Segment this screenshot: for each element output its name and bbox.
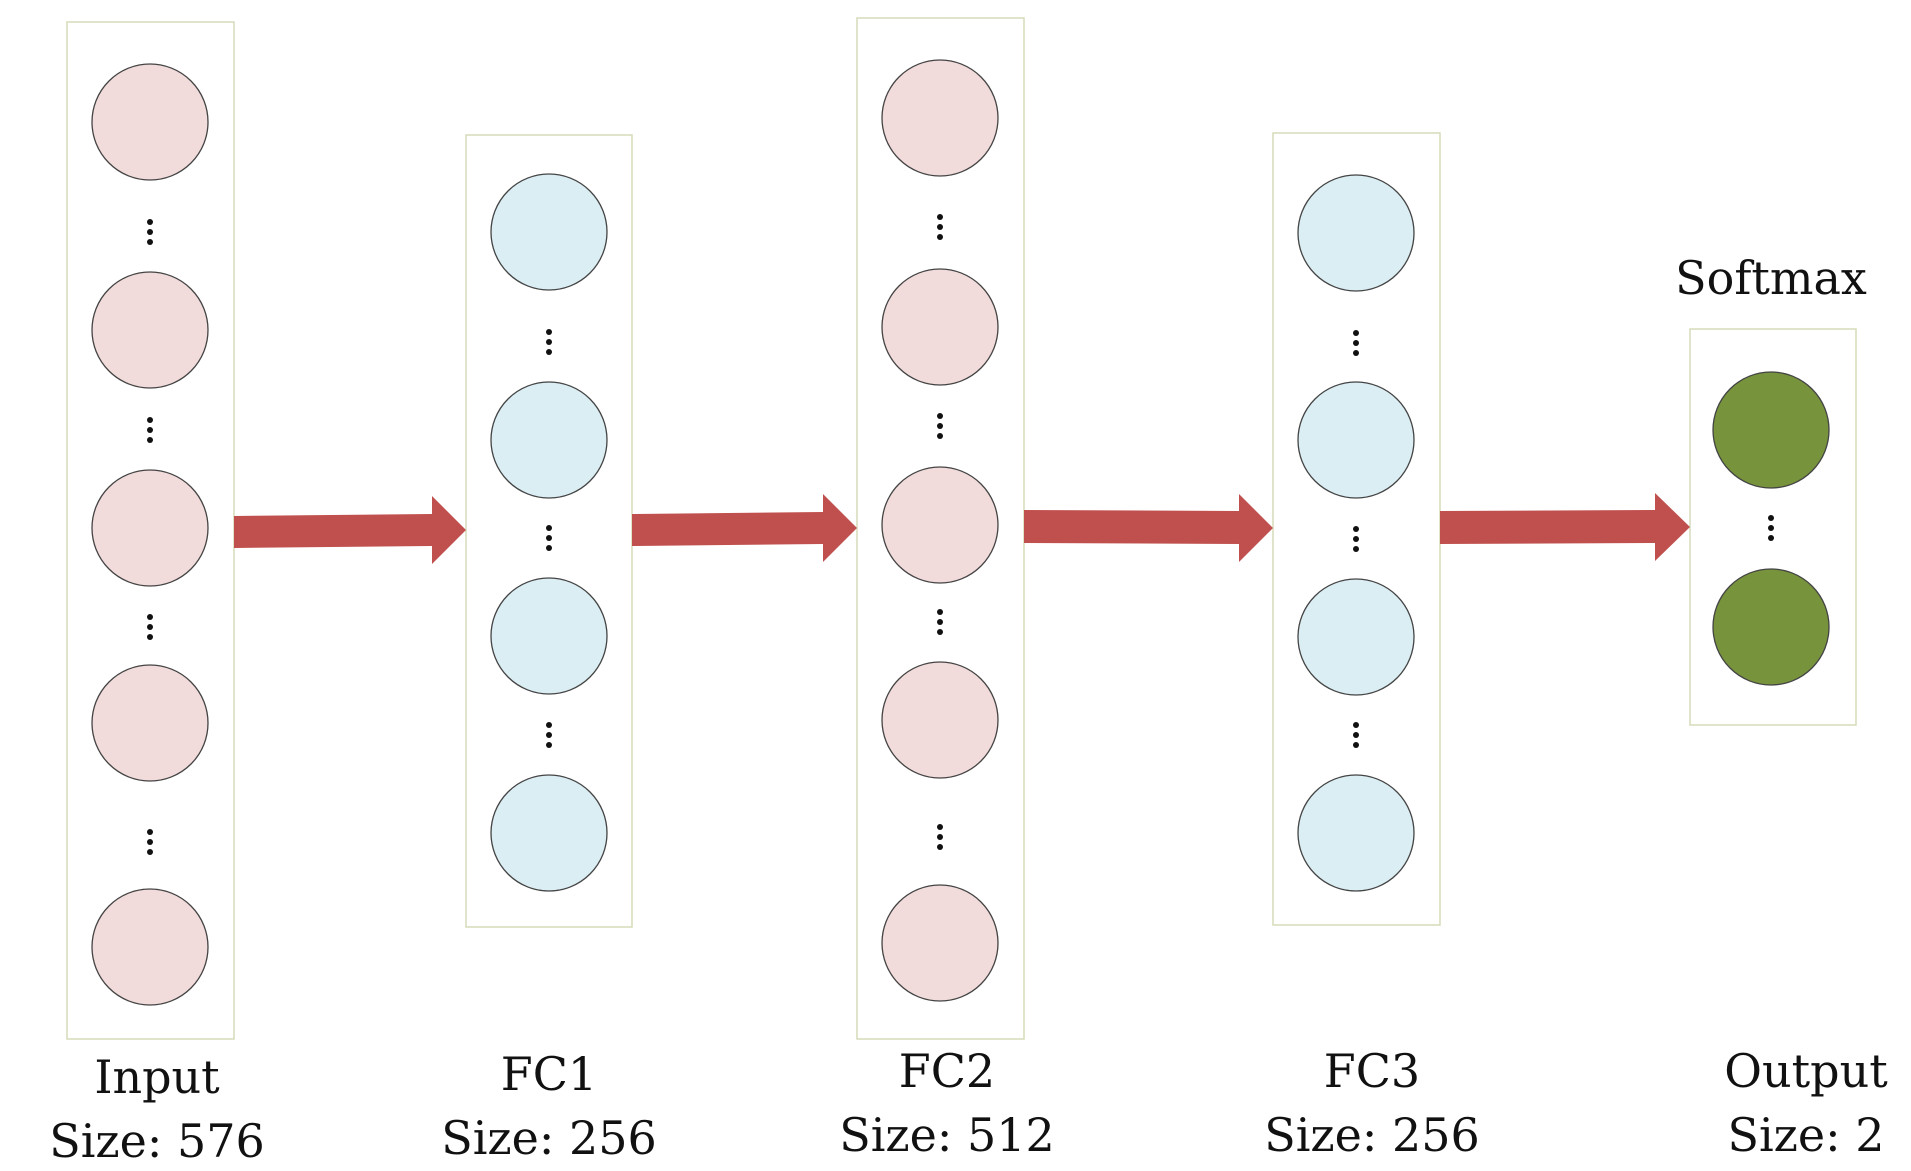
ellipsis-icon [546, 329, 552, 355]
fc3-node [1297, 578, 1415, 696]
fc3-layer-name: FC3 [1324, 1044, 1420, 1098]
fc2-node [881, 466, 999, 584]
ellipsis-icon [147, 219, 153, 245]
arrows [234, 493, 1690, 564]
fc3-node [1297, 381, 1415, 499]
ellipsis-icon [937, 824, 943, 850]
ellipsis-icon [937, 609, 943, 635]
input-node [91, 469, 209, 587]
ellipsis-icon [546, 722, 552, 748]
arrow-icon [234, 496, 466, 564]
fc1-node [490, 173, 608, 291]
input-layer-size: Size: 576 [49, 1114, 265, 1168]
fc2-layer-size: Size: 512 [839, 1108, 1055, 1162]
ellipsis-icon [1353, 722, 1359, 748]
fc3-node [1297, 174, 1415, 292]
arrow-icon [632, 494, 857, 562]
input-node [91, 664, 209, 782]
fc2-layer-name: FC2 [899, 1044, 995, 1098]
fc2-node [881, 59, 999, 177]
arrow-icon [1440, 493, 1690, 561]
fc1-layer-size: Size: 256 [441, 1111, 657, 1165]
ellipsis-dots [147, 214, 1774, 855]
fc1-node [490, 381, 608, 499]
ellipsis-icon [1353, 526, 1359, 552]
ellipsis-icon [147, 417, 153, 443]
input-node [91, 271, 209, 389]
arrow-icon [1024, 494, 1273, 562]
fc3-nodes [1297, 174, 1415, 892]
fc2-nodes [881, 59, 999, 1002]
fc1-nodes [490, 173, 608, 892]
fc1-node [490, 774, 608, 892]
ellipsis-icon [937, 413, 943, 439]
input-node [91, 63, 209, 181]
input-node [91, 888, 209, 1006]
ellipsis-icon [937, 214, 943, 240]
fc2-node [881, 884, 999, 1002]
fc2-node [881, 268, 999, 386]
fc2-node [881, 661, 999, 779]
fc1-node [490, 577, 608, 695]
output-layer-name: Output [1724, 1044, 1888, 1098]
output-node [1712, 568, 1830, 686]
fc1-layer-name: FC1 [501, 1047, 597, 1101]
output-layer-size: Size: 2 [1727, 1108, 1884, 1162]
output-node [1712, 371, 1830, 489]
fc3-layer-size: Size: 256 [1264, 1108, 1480, 1162]
ellipsis-icon [1353, 330, 1359, 356]
output-nodes [1712, 371, 1830, 686]
ellipsis-icon [147, 614, 153, 640]
ellipsis-icon [1768, 515, 1774, 541]
fc3-node [1297, 774, 1415, 892]
softmax-label: Softmax [1675, 251, 1867, 305]
ellipsis-icon [147, 829, 153, 855]
input-layer-name: Input [94, 1050, 220, 1104]
ellipsis-icon [546, 525, 552, 551]
input-nodes [91, 63, 209, 1006]
